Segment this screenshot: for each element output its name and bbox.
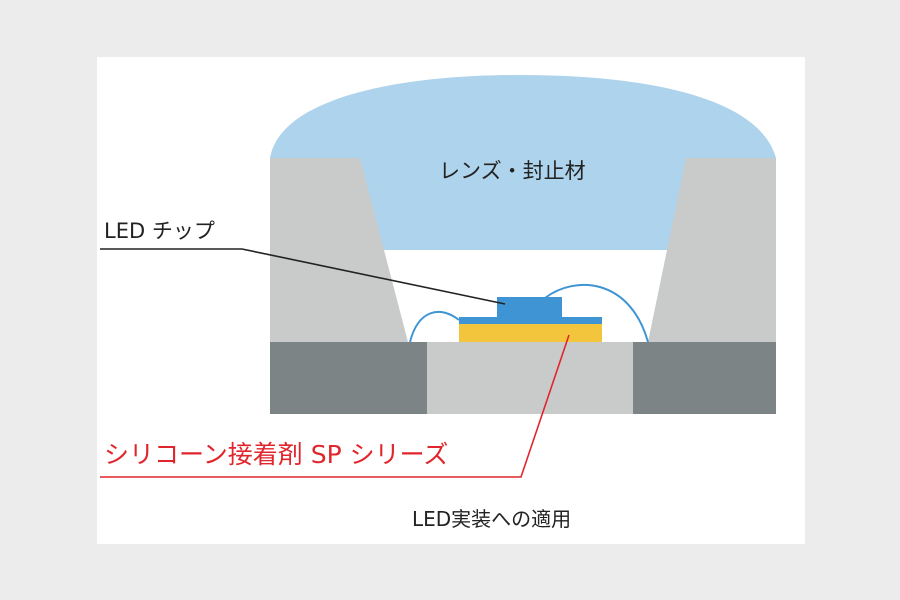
chip-base-layer [459,317,602,324]
adhesive-leader-line [100,334,570,478]
substrate-right [633,342,776,414]
bond-wire-left [409,310,460,343]
lens-encapsulant [270,75,776,270]
reflector-right [648,158,776,342]
lens-label: レンズ・封止材 [439,159,586,183]
silicone-adhesive [459,323,602,342]
adhesive-label: シリコーン接着剤 SP シリーズ [104,440,448,469]
caption-label: LED実装への適用 [412,507,571,531]
reflector-left [270,158,408,342]
substrate-left [270,342,427,414]
led-chip [497,297,562,318]
chip-leader-line [100,248,506,305]
substrate-middle [427,342,633,414]
chip-label: LED チップ [104,219,215,243]
bond-wire-right [544,283,649,343]
